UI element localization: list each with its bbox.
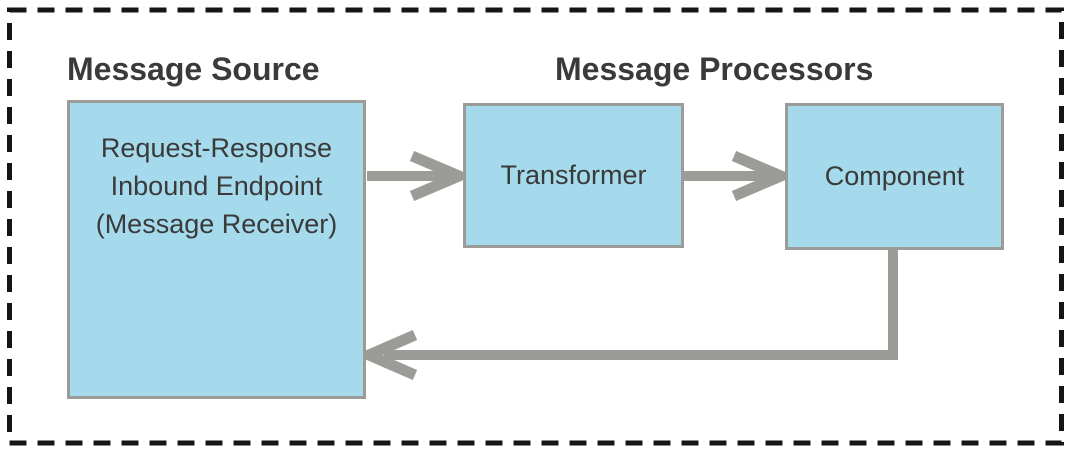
dashed-border-frame [7, 7, 1064, 446]
source-box-label-line3: (Message Receiver) [95, 209, 338, 239]
arrow-transformer-to-component [684, 150, 796, 202]
arrow-right-icon [409, 150, 474, 202]
source-box-label-line2: Inbound Endpoint [110, 171, 323, 201]
source-box-node: Request-Response Inbound Endpoint (Messa… [67, 100, 366, 399]
source-box-label-line1: Request-Response [100, 133, 333, 163]
arrow-left-icon [355, 329, 418, 381]
arrow-shaft [384, 249, 898, 360]
message-source-title: Message Source [67, 51, 320, 87]
transformer-label: Transformer [500, 160, 647, 190]
arrow-source-to-transformer [367, 150, 474, 202]
component-label: Component [824, 161, 965, 191]
arrow-right-icon [731, 150, 796, 202]
message-processors-title: Message Processors [555, 51, 874, 87]
transformer-node: Transformer [463, 103, 684, 248]
arrow-component-to-source [355, 249, 898, 381]
component-node: Component [785, 103, 1004, 250]
